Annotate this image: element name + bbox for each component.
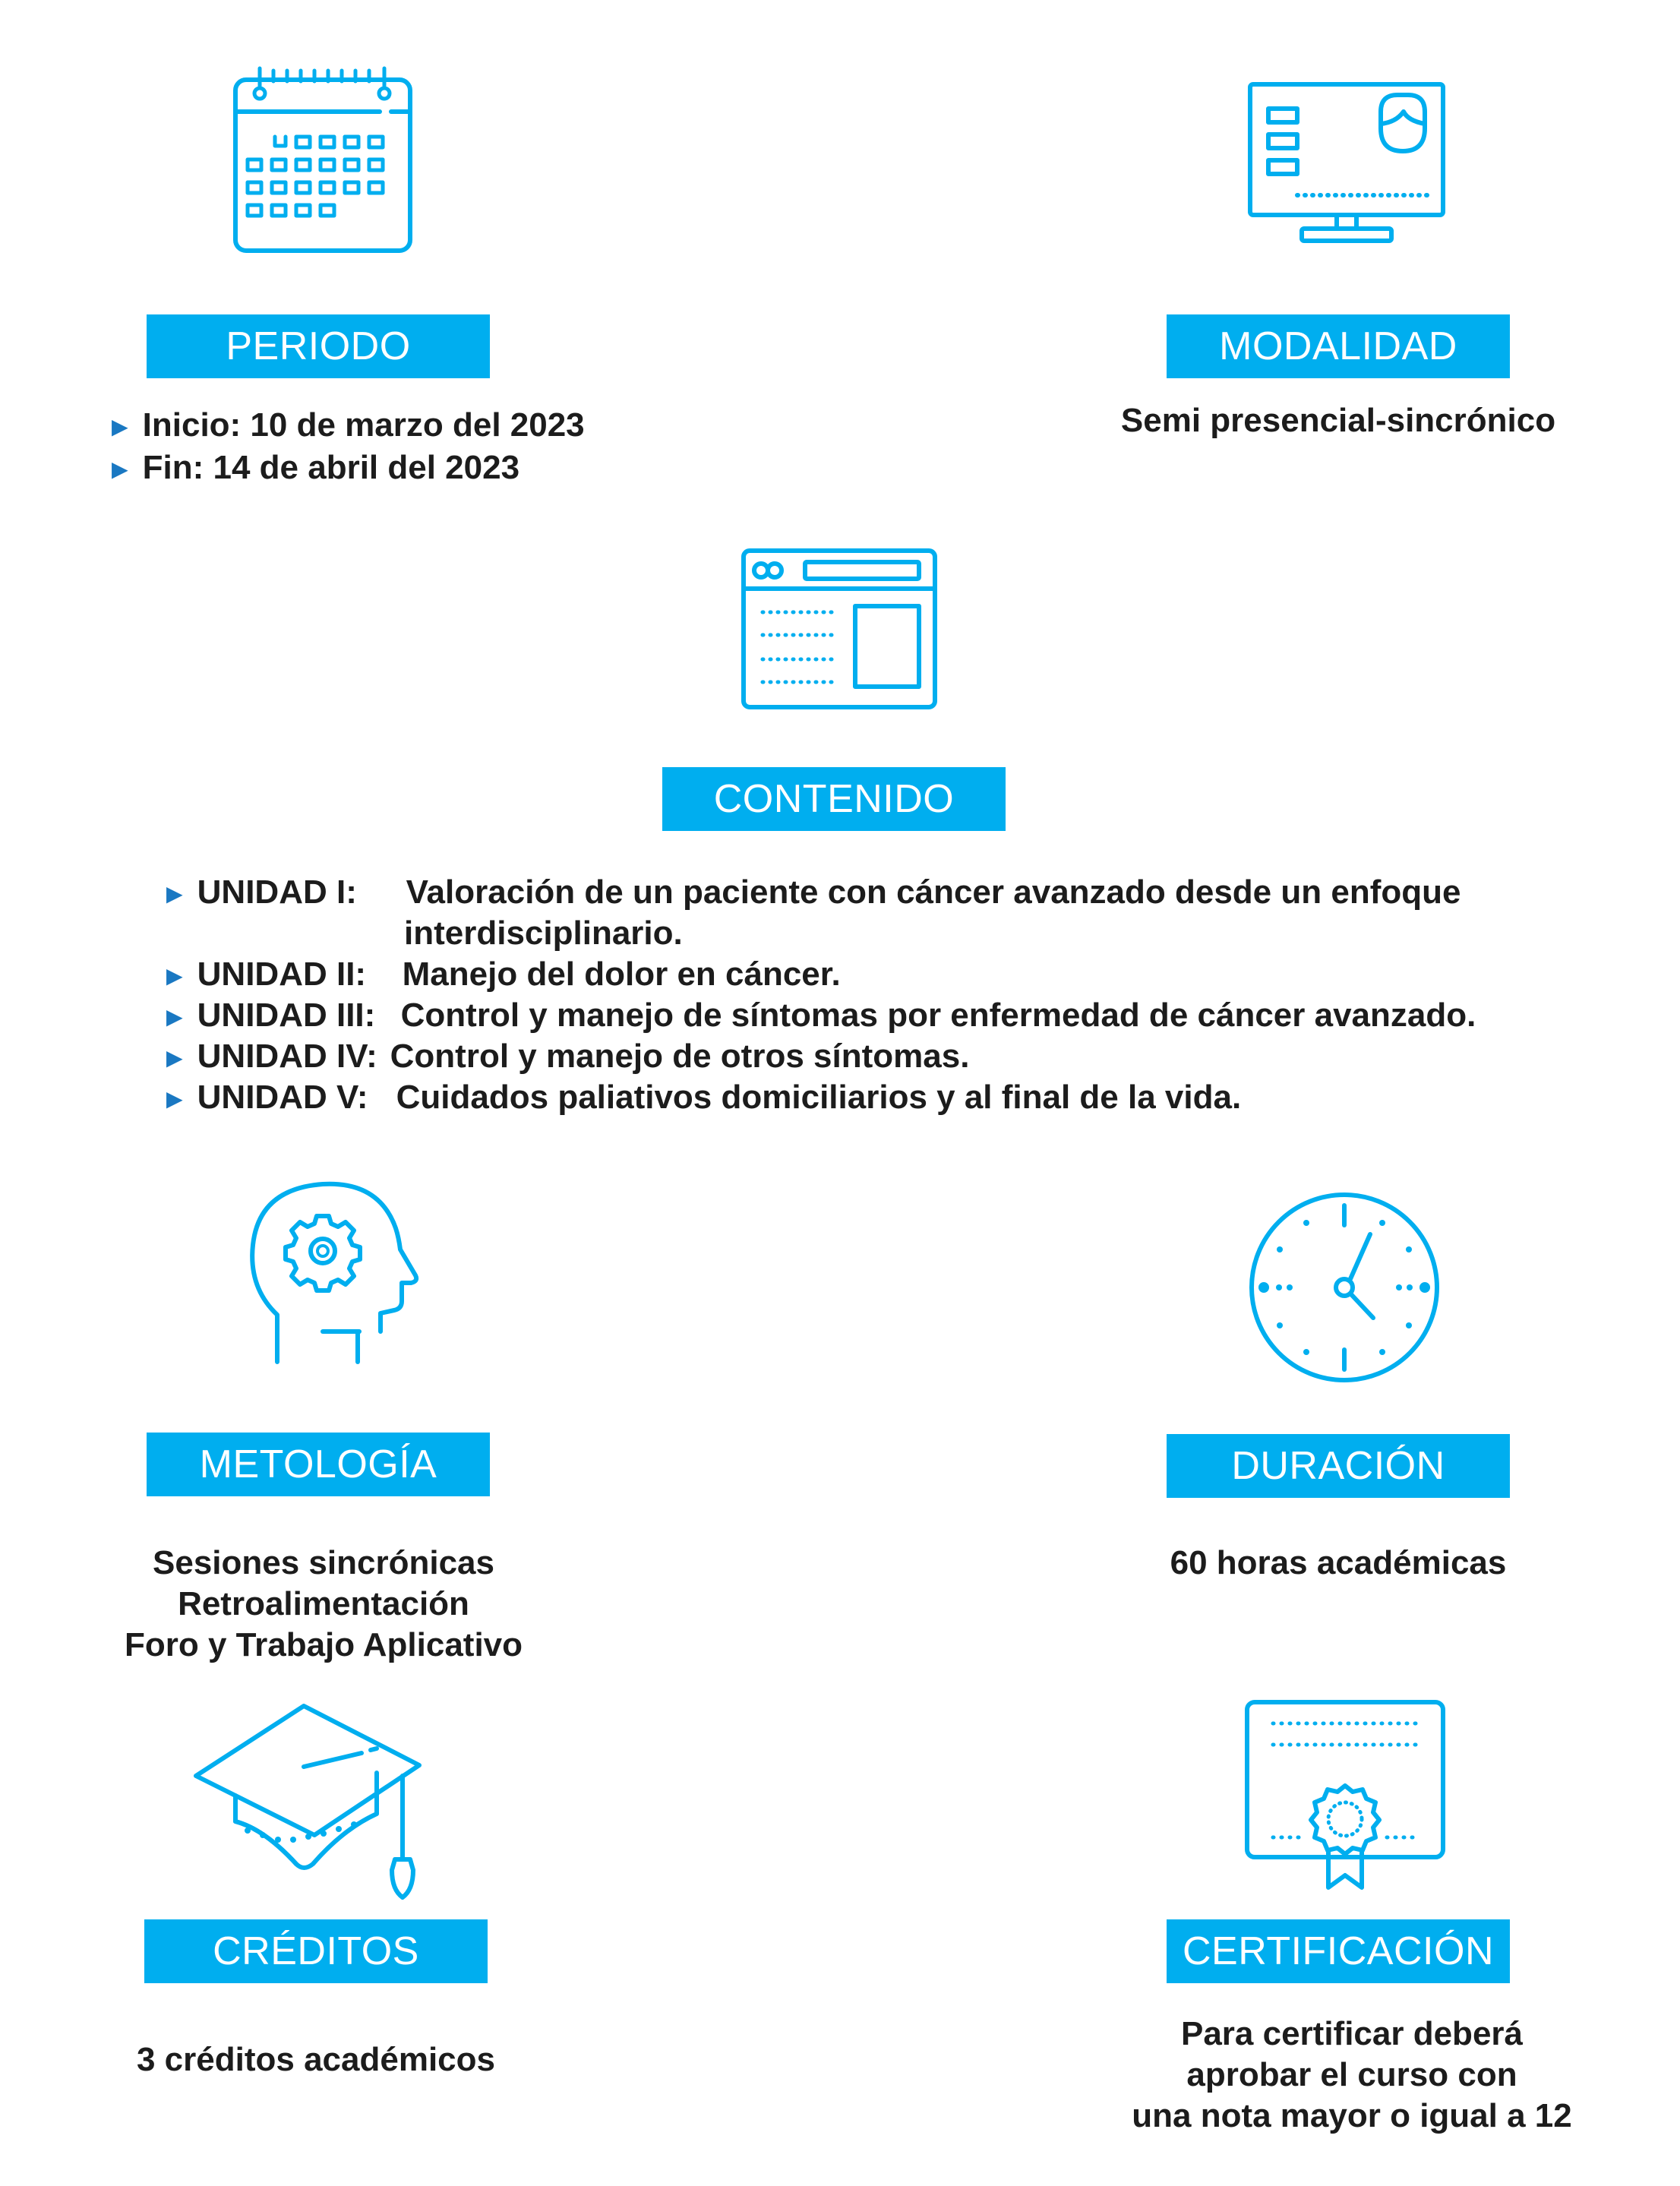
- browser-window-icon: [740, 547, 939, 711]
- bullet-arrow-icon: ►: [106, 453, 134, 485]
- list-item: ►Fin: 14 de abril del 2023: [106, 449, 520, 486]
- bullet-arrow-icon: ►: [161, 1083, 188, 1114]
- duracion-label: DURACIÓN: [1167, 1434, 1510, 1498]
- contenido-label: CONTENIDO: [662, 767, 1006, 831]
- creditos-label: CRÉDITOS: [144, 1919, 488, 1983]
- list-item: ►Inicio: 10 de marzo del 2023: [106, 406, 585, 444]
- list-item: ►UNIDAD I:Valoración de un paciente con …: [161, 873, 1461, 911]
- periodo-list: ►Inicio: 10 de marzo del 2023 ►Fin: 14 d…: [106, 405, 585, 490]
- list-item-continuation: interdisciplinario.: [404, 915, 683, 952]
- metologia-label: METOLOGÍA: [147, 1433, 490, 1496]
- bullet-arrow-icon: ►: [161, 960, 188, 991]
- list-item: ►UNIDAD IV:Control y manejo de otros sín…: [161, 1038, 970, 1075]
- creditos-text: 3 créditos académicos: [136, 2041, 495, 2078]
- modalidad-label: MODALIDAD: [1167, 314, 1510, 378]
- certificacion-label: CERTIFICACIÓN: [1167, 1919, 1510, 1983]
- bullet-arrow-icon: ►: [161, 878, 188, 909]
- monitor-user-icon: [1244, 80, 1449, 247]
- graduation-cap-icon: [190, 1700, 425, 1901]
- clock-icon: [1246, 1189, 1443, 1386]
- bullet-arrow-icon: ►: [161, 1042, 188, 1073]
- metologia-text: Sesiones sincrónicas Retroalimentación F…: [124, 1544, 523, 1663]
- list-item: ►UNIDAD III:Control y manejo de síntomas…: [161, 997, 1476, 1034]
- certificacion-text: Para certificar deberá aprobar el curso …: [1132, 2015, 1572, 2134]
- bullet-arrow-icon: ►: [106, 411, 134, 442]
- periodo-label: PERIODO: [147, 314, 490, 378]
- modalidad-text: Semi presencial-sincrónico: [1120, 402, 1556, 439]
- list-item: ►UNIDAD II:Manejo del dolor en cáncer.: [161, 956, 841, 993]
- calendar-icon: [228, 65, 418, 258]
- certificate-icon: [1243, 1698, 1448, 1895]
- bullet-arrow-icon: ►: [161, 1001, 188, 1032]
- list-item: ►UNIDAD V:Cuidados paliativos domiciliar…: [161, 1079, 1242, 1116]
- head-gear-icon: [247, 1181, 422, 1371]
- duracion-text: 60 horas académicas: [1170, 1544, 1507, 1581]
